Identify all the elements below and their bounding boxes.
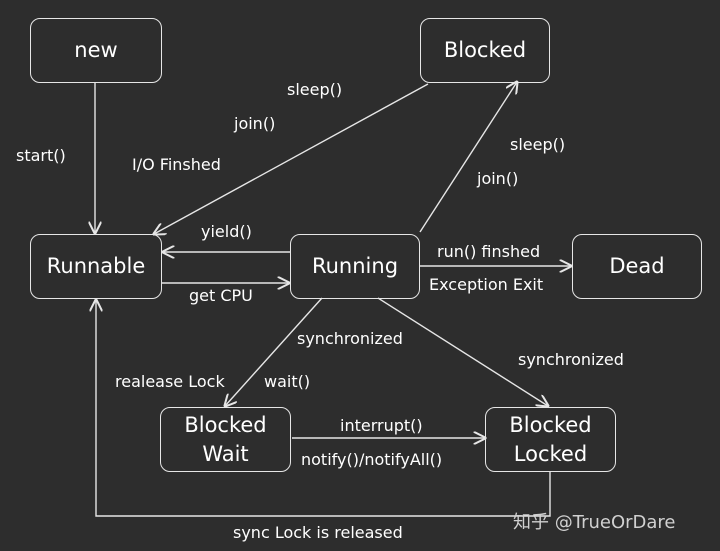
label-join-right: join() bbox=[477, 169, 519, 188]
state-new-label: new bbox=[74, 38, 118, 62]
state-dead-label: Dead bbox=[609, 254, 665, 278]
state-dead: Dead bbox=[572, 234, 702, 299]
state-blocked-label: Blocked bbox=[443, 38, 527, 62]
state-blocked-wait-line2: Wait bbox=[202, 441, 249, 466]
arrow-running-to-blocked bbox=[419, 82, 517, 233]
label-synchronized-left: synchronized bbox=[297, 329, 403, 348]
state-blocked-locked-line2: Locked bbox=[513, 441, 588, 466]
state-runnable: Runnable bbox=[30, 234, 162, 299]
state-runnable-label: Runnable bbox=[46, 254, 146, 278]
label-release-lock: realease Lock bbox=[115, 372, 225, 391]
state-blocked: Blocked bbox=[420, 18, 550, 83]
label-io-finished: I/O Finshed bbox=[132, 155, 221, 174]
state-new: new bbox=[30, 18, 162, 83]
label-notify: notify()/notifyAll() bbox=[301, 450, 443, 469]
label-exception-exit: Exception Exit bbox=[429, 275, 544, 294]
label-sleep-left: sleep() bbox=[287, 80, 343, 99]
arrow-running-to-blocked-locked bbox=[377, 297, 548, 406]
label-run-finished: run() finshed bbox=[437, 242, 541, 261]
label-wait: wait() bbox=[264, 372, 311, 391]
state-running-label: Running bbox=[311, 254, 399, 278]
state-blocked-wait-line1: Blocked bbox=[184, 412, 267, 437]
state-blocked-locked: Blocked Locked bbox=[485, 407, 616, 472]
label-sync-released: sync Lock is released bbox=[233, 523, 403, 542]
label-start: start() bbox=[16, 146, 66, 165]
arrow-running-to-blocked-wait bbox=[225, 297, 323, 406]
state-blocked-locked-line1: Blocked bbox=[509, 412, 592, 437]
state-blocked-wait: Blocked Wait bbox=[160, 407, 291, 472]
label-synchronized-right: synchronized bbox=[518, 350, 624, 369]
arrow-locked-to-runnable bbox=[96, 300, 551, 517]
label-yield: yield() bbox=[201, 222, 252, 241]
label-interrupt: interrupt() bbox=[340, 416, 423, 435]
label-get-cpu: get CPU bbox=[189, 286, 253, 305]
label-sleep-right: sleep() bbox=[510, 135, 566, 154]
state-running: Running bbox=[290, 234, 420, 299]
label-join-left: join() bbox=[234, 114, 276, 133]
arrow-blocked-to-runnable bbox=[154, 83, 429, 234]
watermark: 知乎 @TrueOrDare bbox=[513, 512, 676, 533]
